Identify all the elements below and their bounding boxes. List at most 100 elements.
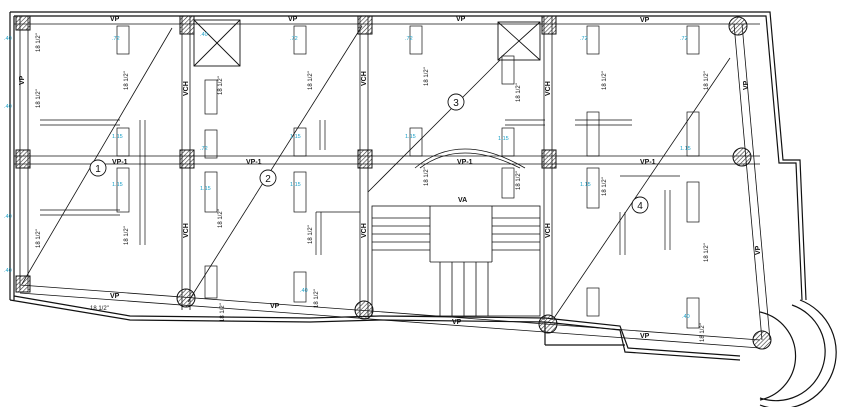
section-marker-2: 2 xyxy=(259,169,277,187)
svg-text:.40: .40 xyxy=(4,268,12,274)
svg-text:1.15: 1.15 xyxy=(290,182,301,188)
column xyxy=(357,149,373,169)
column xyxy=(179,15,195,35)
column xyxy=(541,149,557,169)
svg-text:.40: .40 xyxy=(300,288,308,294)
svg-text:1.15: 1.15 xyxy=(112,134,123,140)
svg-text:18 1/2": 18 1/2" xyxy=(424,167,430,186)
svg-text:.72: .72 xyxy=(290,36,298,42)
column xyxy=(732,147,752,167)
svg-text:18 1/2": 18 1/2" xyxy=(36,229,42,248)
beam-label-vp: VP xyxy=(288,16,298,23)
beam-label-vp: VP xyxy=(110,16,120,23)
dimension-labels: 18 1/2" 18 1/2" 18 1/2" 18 1/2" 18 1/2" … xyxy=(36,33,710,342)
svg-text:4: 4 xyxy=(637,201,643,212)
svg-text:18 1/2": 18 1/2" xyxy=(124,226,130,245)
outer-walls xyxy=(9,11,837,407)
beam-label-vch: VCH xyxy=(183,223,190,238)
beam-label-vch: VCH xyxy=(361,71,368,86)
beam-label-vp: VP xyxy=(743,80,750,90)
svg-text:18 1/2": 18 1/2" xyxy=(424,67,430,86)
svg-text:1.15: 1.15 xyxy=(680,146,691,152)
level-annotations: .40 .40 .40 .40 .72 1.15 1.15 .72 1.15 .… xyxy=(4,32,691,320)
svg-text:18 1/2": 18 1/2" xyxy=(308,71,314,90)
beam-label-vp: VP xyxy=(640,333,650,340)
svg-text:1.15: 1.15 xyxy=(498,136,509,142)
column xyxy=(354,300,374,320)
section-marker-4: 4 xyxy=(631,196,649,214)
svg-text:1.15: 1.15 xyxy=(405,134,416,140)
beam-label-vch: VCH xyxy=(545,223,552,238)
svg-text:18 1/2": 18 1/2" xyxy=(124,71,130,90)
beam-label-va: VA xyxy=(458,197,467,204)
beam-label-vp: VP xyxy=(19,75,26,85)
svg-text:18 1/2": 18 1/2" xyxy=(602,71,608,90)
svg-text:18 1/2": 18 1/2" xyxy=(516,83,522,102)
svg-text:18 1/2": 18 1/2" xyxy=(704,243,710,262)
svg-text:1.15: 1.15 xyxy=(112,182,123,188)
beam-grid xyxy=(14,16,771,349)
column xyxy=(357,15,373,35)
column xyxy=(176,288,196,308)
beam-label-vch: VCH xyxy=(183,81,190,96)
svg-text:18 1/2": 18 1/2" xyxy=(308,225,314,244)
beam-label-vp1: VP-1 xyxy=(457,159,473,166)
svg-text:18 1/2": 18 1/2" xyxy=(704,71,710,90)
svg-text:18 1/2": 18 1/2" xyxy=(218,76,224,95)
section-marker-3: 3 xyxy=(447,93,465,111)
svg-text:1.15: 1.15 xyxy=(200,186,211,192)
svg-text:.40: .40 xyxy=(4,36,12,42)
joist-strips xyxy=(116,25,700,329)
beam-label-vp: VP xyxy=(110,293,120,300)
svg-text:.40: .40 xyxy=(4,104,12,110)
beam-label-vp: VP xyxy=(755,245,762,255)
beam-label-vch: VCH xyxy=(545,81,552,96)
svg-text:18 1/2": 18 1/2" xyxy=(36,33,42,52)
svg-text:.72: .72 xyxy=(580,36,588,42)
beam-label-vp1: VP-1 xyxy=(246,159,262,166)
svg-text:2: 2 xyxy=(265,174,271,185)
section-marker-1: 1 xyxy=(89,159,107,177)
columns xyxy=(15,15,772,350)
beam-label-vp: VP xyxy=(452,319,462,326)
svg-text:18 1/2": 18 1/2" xyxy=(314,289,320,308)
column xyxy=(15,275,31,293)
svg-text:18 1/2": 18 1/2" xyxy=(90,306,109,312)
section-cut-lines xyxy=(21,25,731,319)
beam-label-vp: VP xyxy=(270,303,280,310)
column xyxy=(752,330,772,350)
shaft-boxes xyxy=(193,19,541,67)
staircase xyxy=(371,148,541,317)
svg-text:18 1/2": 18 1/2" xyxy=(602,177,608,196)
svg-text:.72: .72 xyxy=(112,36,120,42)
secondary-beams xyxy=(40,119,680,255)
column xyxy=(15,15,31,31)
svg-text:1.15: 1.15 xyxy=(290,134,301,140)
svg-text:18 1/2": 18 1/2" xyxy=(218,209,224,228)
column xyxy=(728,16,748,36)
beam-label-vp: VP xyxy=(640,17,650,24)
column xyxy=(15,149,31,169)
column xyxy=(541,15,557,35)
beam-label-vch: VCH xyxy=(361,223,368,238)
svg-text:.40: .40 xyxy=(682,314,690,320)
svg-text:1.15: 1.15 xyxy=(580,182,591,188)
svg-text:.72: .72 xyxy=(680,36,688,42)
svg-text:18 1/2": 18 1/2" xyxy=(220,303,226,322)
column xyxy=(538,314,558,334)
svg-text:.40: .40 xyxy=(4,214,12,220)
column xyxy=(179,149,195,169)
svg-text:18 1/2": 18 1/2" xyxy=(516,171,522,190)
beam-label-vp1: VP-1 xyxy=(640,159,656,166)
beam-labels: VP VP VP VP VP-1 VP-1 VP-1 VP-1 VA VP VP… xyxy=(19,16,762,340)
svg-text:3: 3 xyxy=(453,98,459,109)
beam-label-vp: VP xyxy=(456,16,466,23)
svg-text:18 1/2": 18 1/2" xyxy=(36,89,42,108)
svg-text:.40: .40 xyxy=(200,32,208,38)
svg-text:1: 1 xyxy=(95,164,101,175)
svg-text:.72: .72 xyxy=(200,146,208,152)
svg-text:.72: .72 xyxy=(405,36,413,42)
svg-text:18 1/2": 18 1/2" xyxy=(700,323,706,342)
beam-label-vp1: VP-1 xyxy=(112,159,128,166)
